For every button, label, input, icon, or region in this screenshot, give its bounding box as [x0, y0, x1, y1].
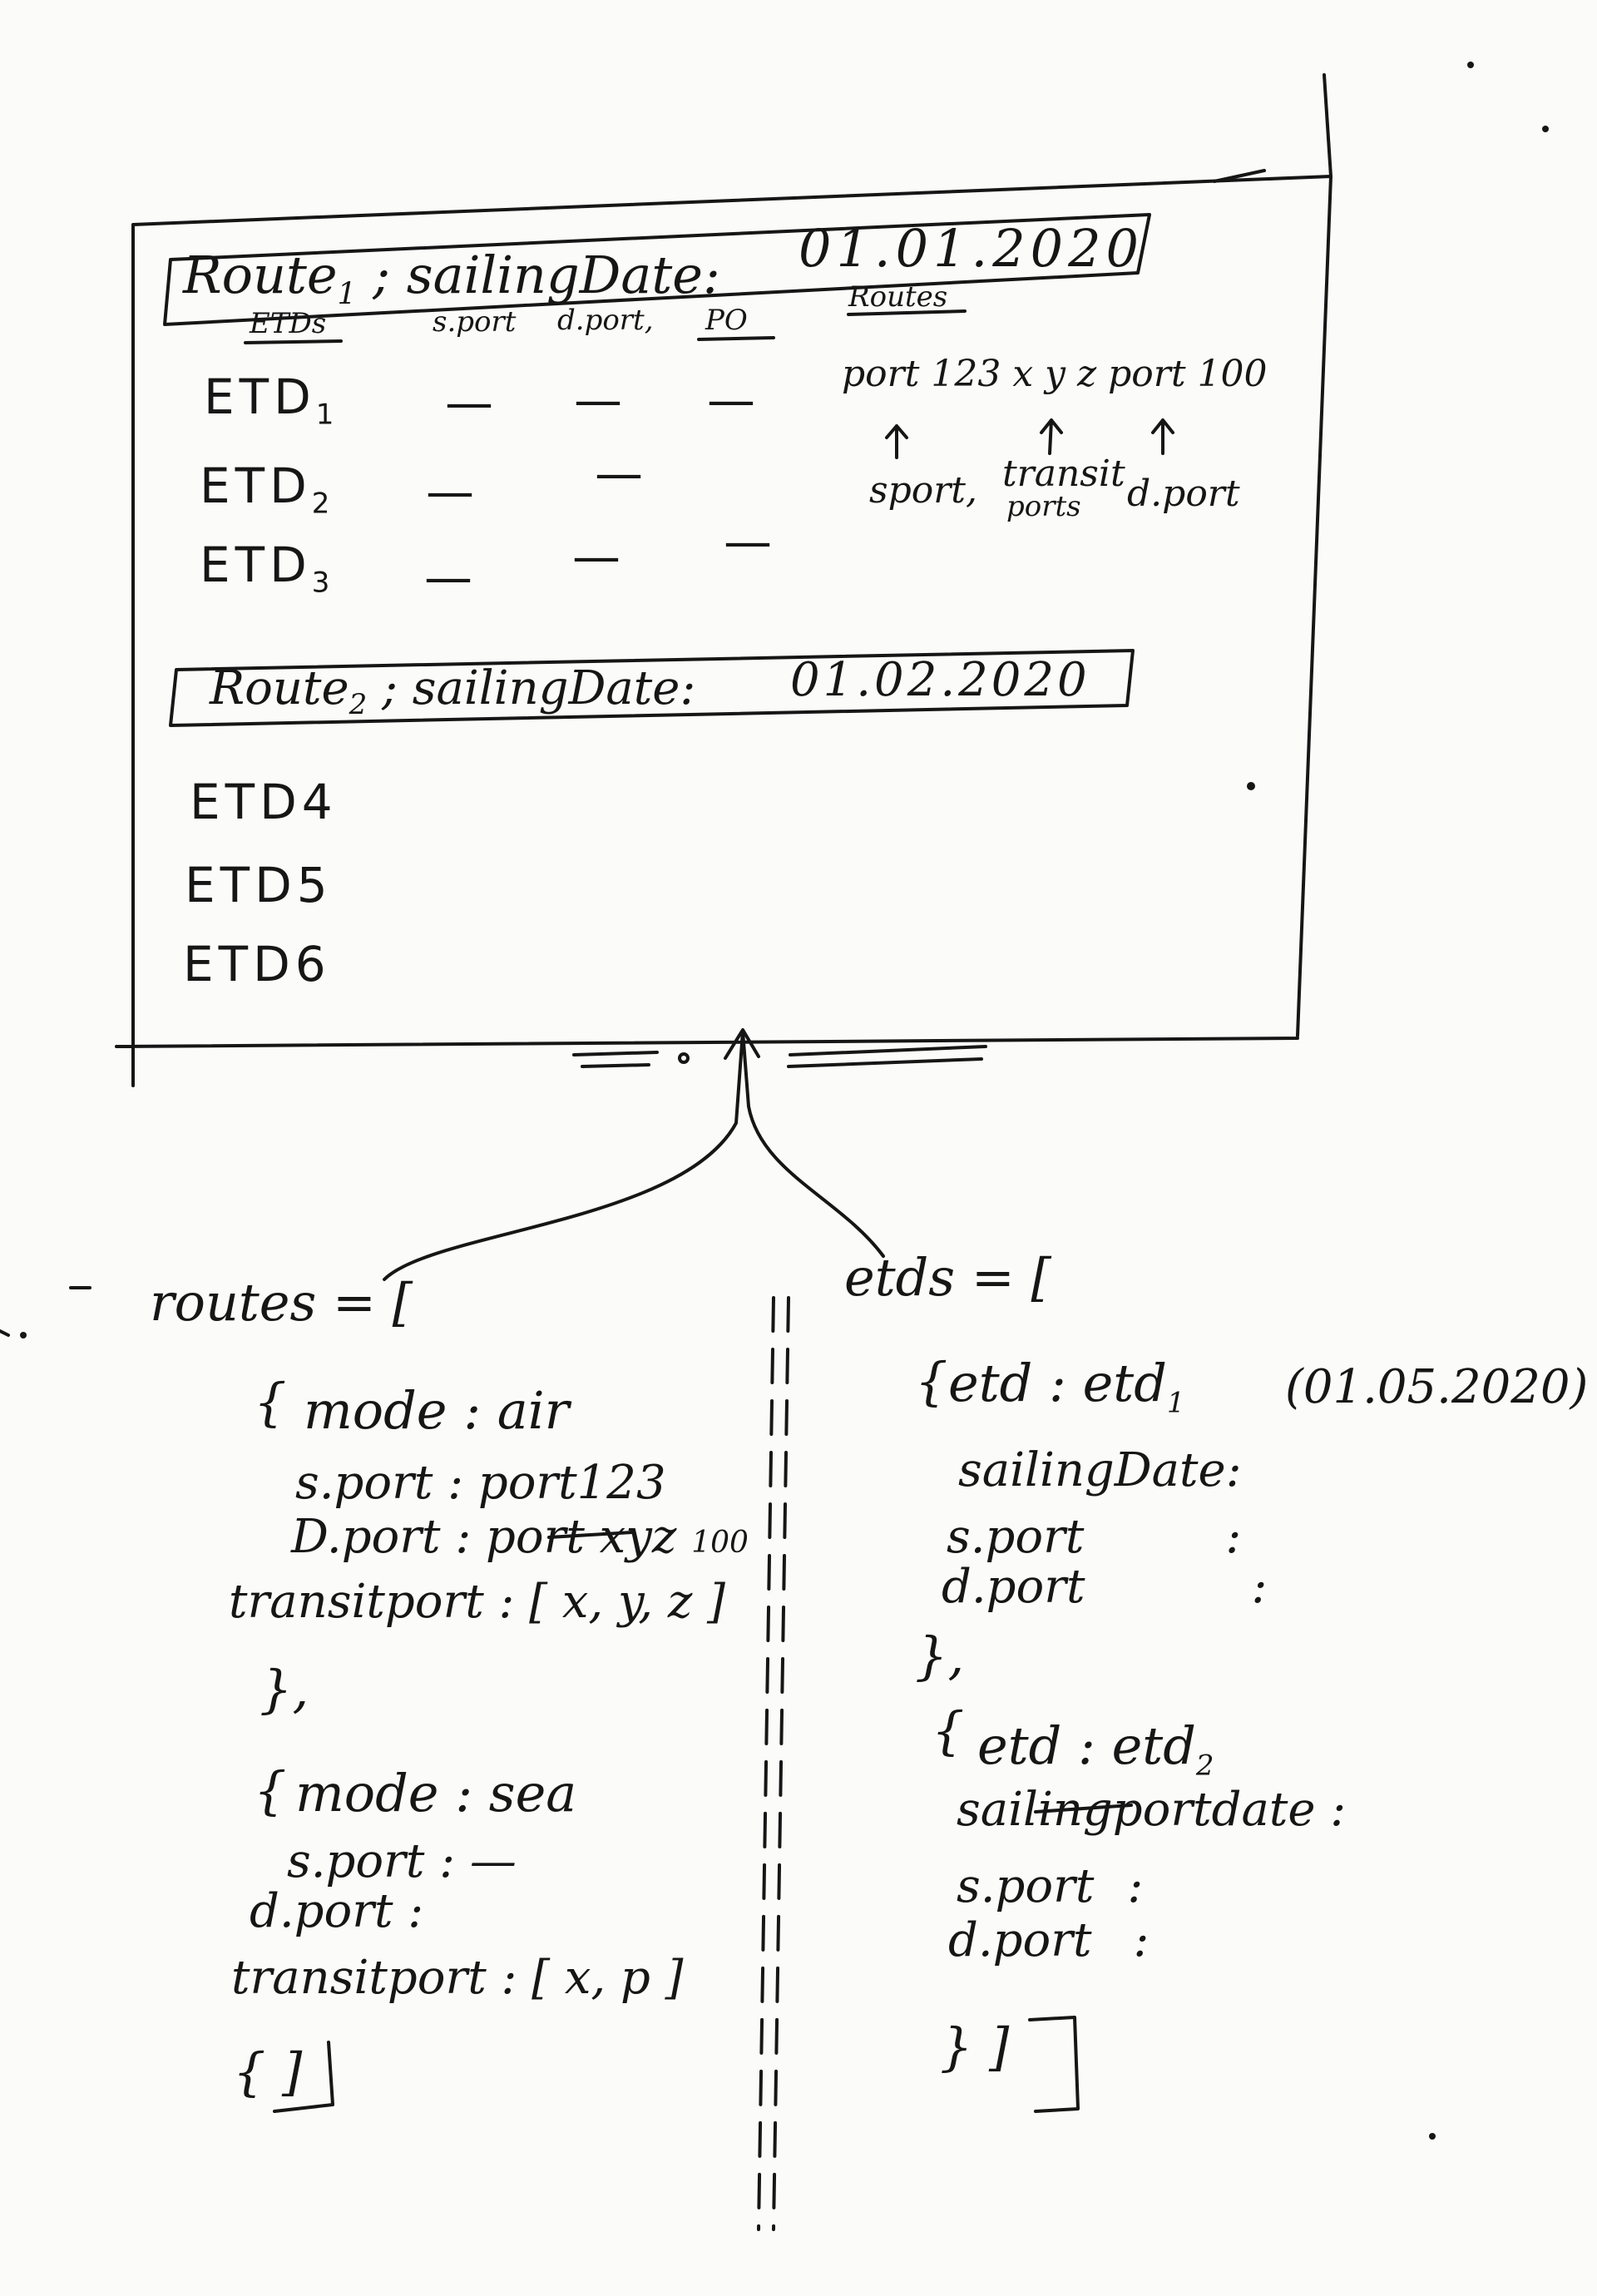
routes-item-2-close: { ] — [233, 2041, 303, 2102]
routes-item-1-mode: mode : air — [304, 1380, 570, 1441]
route2-sailing-date-value: 01.02.2020 — [790, 653, 1090, 707]
strike-sailing-port — [1034, 1804, 1133, 1814]
route1-row-3-cell-2: — — [572, 528, 625, 585]
etds-item-2-dport: d.port: — [948, 1913, 1150, 1967]
dot-2 — [1542, 126, 1549, 132]
col-header-dport: d.port, — [557, 304, 654, 337]
annotation-dport: d.port — [1127, 473, 1240, 515]
route1-row-1-label: ETD1 — [204, 369, 339, 432]
route1-subscript: 1 — [337, 277, 357, 312]
col-underline-po — [697, 336, 775, 341]
etds-item-2-sport: s.port: — [957, 1859, 1144, 1913]
route2-row-3: ETD6 — [183, 936, 331, 992]
etds-item-2-sailing-struck: port — [1112, 1783, 1212, 1837]
etds-item-1-date: (01.05.2020) — [1285, 1360, 1589, 1414]
route1-row-2-label: ETD2 — [200, 458, 335, 521]
route2-label: Route — [210, 661, 349, 715]
route-arrow-3 — [1151, 418, 1174, 455]
route2-sailing-date-colon: : — [680, 661, 696, 715]
route1-row-2-cell-2: — — [595, 445, 648, 502]
route1-sailing-date-value: 01.01.2020 — [798, 218, 1144, 279]
stand-right — [787, 1045, 987, 1068]
annotation-transit: transit — [1002, 453, 1125, 495]
arrow-from-etds — [741, 1030, 885, 1258]
routes-item-2-transit: transitport : [ x, p ] — [231, 1951, 684, 2005]
col-header-sport: s.port — [433, 305, 517, 339]
route2-header-box — [169, 649, 1135, 727]
route-arrow-1 — [885, 424, 908, 459]
stand-dot — [678, 1052, 690, 1064]
col-underline-etds — [244, 339, 343, 344]
routes-item-1-dport-tail: 100 — [691, 1526, 749, 1560]
routes-item-1-open: { — [254, 1372, 287, 1433]
frame-top-tick — [1213, 169, 1266, 183]
route1-sailing-date-label: sailingDate — [406, 245, 703, 305]
routes-item-1-sport: s.port : port123 — [295, 1456, 666, 1510]
etds-item-2-open: { — [932, 1700, 965, 1761]
arrow-from-routes — [383, 1030, 744, 1281]
dot-3 — [1247, 782, 1255, 790]
etds-item-1-sport: s.port: — [947, 1510, 1242, 1564]
route1-row-1-cell-2: — — [574, 372, 627, 428]
col-header-po: PO — [705, 304, 748, 337]
routes-item-1-dport: D.port : port xyz 100 — [291, 1510, 749, 1564]
etds-close-bracket — [1028, 2016, 1080, 2113]
screen-frame — [115, 73, 1332, 1087]
annotation-ports: ports — [1006, 490, 1081, 523]
routes-array-header: routes = [ — [150, 1272, 413, 1333]
routes-item-2-mode: mode : sea — [295, 1763, 577, 1823]
route2-subscript: 2 — [349, 688, 368, 722]
routes-item-1-dport-struck: xyz — [599, 1510, 677, 1564]
route1-row-3-cell-3: — — [724, 513, 777, 570]
route1-row-1-cell-1: — — [445, 374, 498, 431]
route1-title: Route1 ; sailingDate: — [183, 250, 720, 309]
route1-row-2-cell-1: — — [426, 463, 479, 520]
etds-item-2-close: } ] — [940, 2016, 1010, 2077]
route1-separator: ; — [373, 245, 391, 305]
annotation-sport: sport, — [869, 469, 977, 512]
edge-mark-left — [0, 1329, 10, 1337]
routes-item-2-dport: d.port : — [250, 1884, 424, 1938]
col-header-etds: ETDs — [250, 307, 327, 340]
routes-example: port 123 x y z port 100 — [842, 353, 1268, 395]
route2-row-2: ETD5 — [185, 857, 333, 913]
dot-1 — [1467, 62, 1474, 68]
etds-array-header: etds = [ — [844, 1247, 1051, 1308]
etds-item-1-etd: etd : etd1 — [948, 1353, 1185, 1420]
col-header-routes: Routes — [848, 280, 948, 314]
etds-item-1-sailing-date: sailingDate: — [958, 1443, 1242, 1497]
stand-left — [572, 1051, 659, 1068]
routes-item-2-open: { — [254, 1760, 287, 1821]
dot-4 — [1429, 2133, 1436, 2140]
etds-item-1-close: }, — [915, 1626, 965, 1686]
route1-label: Route — [183, 245, 338, 305]
route1-sailing-date-colon: : — [702, 245, 720, 305]
route1-header-box — [163, 213, 1151, 326]
dot-5 — [20, 1332, 27, 1339]
arrow-head — [724, 1028, 760, 1060]
route2-title: Route2 ; sailingDate: — [210, 666, 695, 722]
route1-row-1-cell-3: — — [707, 372, 760, 428]
etds-item-2-etd: etd : etd2 — [977, 1715, 1214, 1783]
etds-item-1-open: { — [915, 1351, 948, 1412]
routes-item-1-transit: transitport : [ x, y, z ] — [229, 1575, 725, 1629]
route2-sailing-date-label: sailingDate — [412, 661, 680, 715]
etds-item-1-dport: d.port: — [942, 1560, 1268, 1614]
route-arrow-2 — [1040, 418, 1063, 455]
col-underline-routes — [847, 309, 967, 316]
etds-item-2-sailing-date: sailingportdate : — [957, 1783, 1347, 1837]
routes-item-1-close: }, — [260, 1659, 309, 1720]
strike-dport-xyz — [547, 1531, 634, 1539]
routes-item-2-sport: s.port : — — [287, 1834, 517, 1888]
route1-row-3-cell-1: — — [424, 549, 477, 606]
route2-row-1: ETD4 — [190, 774, 338, 830]
route1-row-3-label: ETD3 — [200, 537, 335, 600]
routes-close-bracket — [273, 2041, 334, 2113]
route2-separator: ; — [382, 661, 398, 715]
divider-dashes — [757, 1296, 790, 2231]
